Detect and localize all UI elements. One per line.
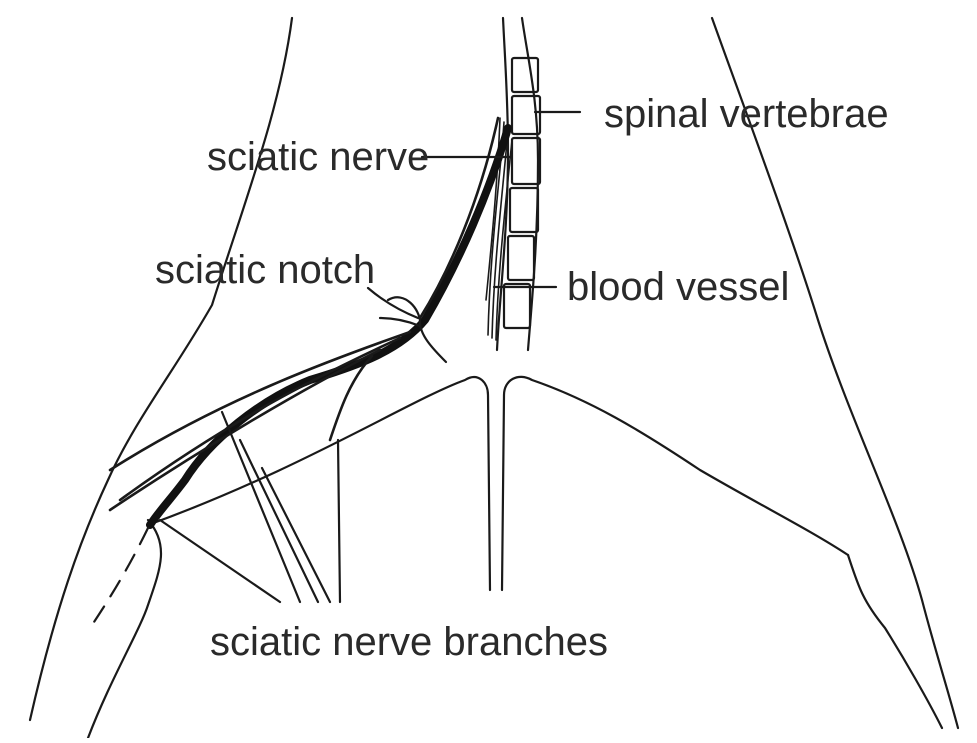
sciatic-nerve <box>150 128 508 525</box>
label-sciatic-nerve-branches: sciatic nerve branches <box>210 620 608 664</box>
nerve-dashed-continuation <box>92 528 148 625</box>
label-blood-vessel: blood vessel <box>567 265 789 309</box>
pelvis-left-curve <box>148 377 490 590</box>
branch-leader-lines <box>160 412 340 602</box>
sciatic-notch-arc <box>380 318 420 326</box>
pelvis-right-curve <box>502 377 848 590</box>
left-body-outline <box>30 18 292 720</box>
label-sciatic-nerve: sciatic nerve <box>207 135 429 179</box>
label-spinal-vertebrae: spinal vertebrae <box>604 92 889 136</box>
nerve-upper-strand <box>420 118 498 318</box>
right-leg-outline <box>848 555 942 728</box>
left-leg-outline <box>88 520 161 738</box>
label-sciatic-notch: sciatic notch <box>155 248 375 292</box>
